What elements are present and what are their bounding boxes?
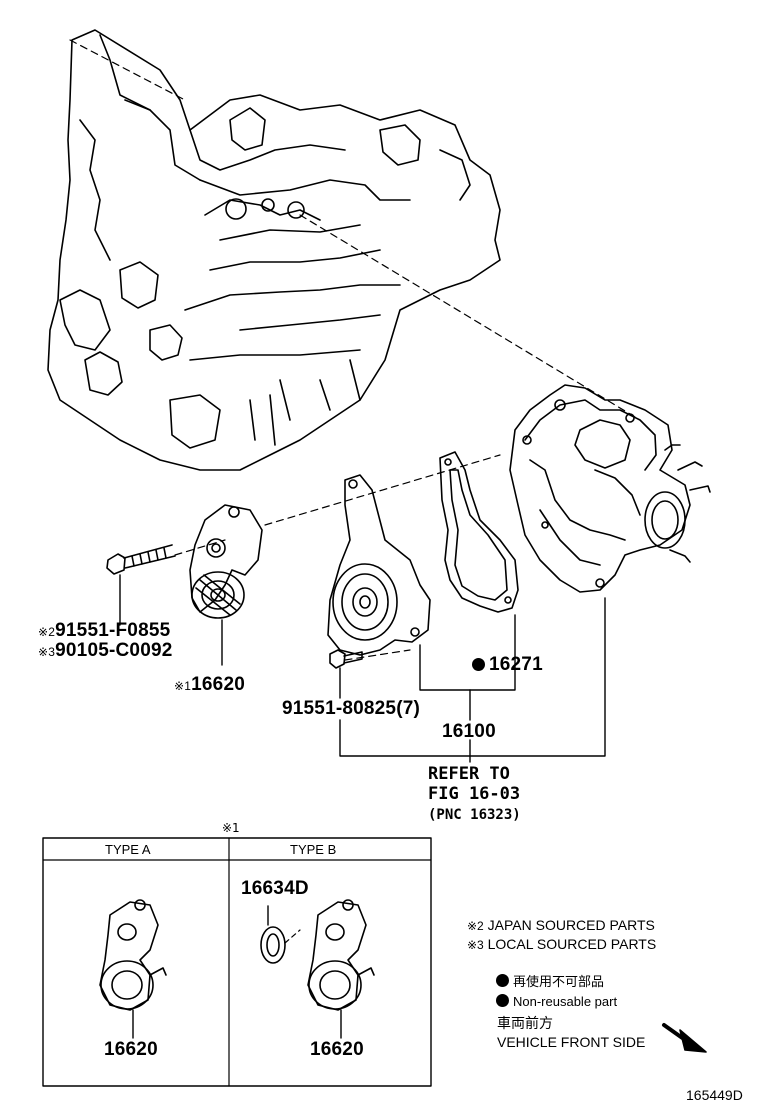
callout-leader-lines: [119, 574, 606, 763]
legend-japan-sourced: ※2 JAPAN SOURCED PARTS: [467, 918, 655, 932]
tensioner-type-mark: ※1: [174, 679, 192, 693]
type-comparison-box: [42, 837, 432, 1087]
type-b-part-number: 16620: [310, 1039, 364, 1060]
refer-line-1: REFER TO: [428, 764, 510, 784]
refer-line-2: FIG 16-03: [428, 784, 521, 804]
pump-bolt-illustration: [329, 649, 363, 669]
legend-front-en: VEHICLE FRONT SIDE: [497, 1034, 646, 1050]
bolt-callout-japan: ※291551-F0855: [38, 621, 170, 640]
legend-front-jp: 車両前方: [497, 1015, 553, 1031]
water-pump-part-number: 16100: [442, 721, 496, 742]
legend-nonreusable-en: Non-reusable part: [496, 994, 617, 1008]
engine-block-illustration: [47, 29, 501, 471]
legend-japan-mark: ※2: [467, 919, 484, 933]
gasket-callout: 16271: [472, 655, 543, 674]
type-b-extra-part-number: 16634D: [241, 878, 309, 899]
non-reusable-dot-icon: [472, 658, 485, 671]
pump-bolt-part-number: 91551-80825(7): [282, 698, 421, 719]
front-direction-arrow-icon: [662, 1023, 707, 1053]
legend-nonreusable-en-text: Non-reusable part: [513, 994, 618, 1009]
timing-cover-illustration: [509, 384, 711, 593]
legend-japan-text: JAPAN SOURCED PARTS: [487, 917, 655, 933]
bolt-part-number-local: 90105-C0092: [55, 640, 173, 661]
type-a-part-number: 16620: [104, 1039, 158, 1060]
belt-tensioner-illustration: [189, 504, 263, 619]
tensioner-callout: ※116620: [174, 675, 245, 694]
gasket-part-number: 16271: [489, 654, 543, 675]
refer-line-3: (PNC 16323): [428, 807, 521, 823]
legend-dot-icon-2: [496, 994, 509, 1007]
water-pump-illustration: [327, 474, 431, 656]
type-b-label: TYPE B: [290, 842, 337, 857]
bolt-part-number-japan: 91551-F0855: [55, 620, 171, 641]
gasket-illustration: [439, 451, 519, 613]
alignment-dash-lines: [69, 39, 641, 661]
type-a-tensioner-illustration: [99, 899, 167, 1039]
legend-local-sourced: ※3 LOCAL SOURCED PARTS: [467, 937, 656, 951]
legend-nonreusable-jp-text: 再使用不可部品: [513, 974, 605, 989]
figure-id: 165449D: [686, 1087, 743, 1103]
local-sourced-mark: ※3: [38, 645, 56, 659]
legend-local-text: LOCAL SOURCED PARTS: [487, 936, 657, 952]
japan-sourced-mark: ※2: [38, 625, 56, 639]
type-b-tensioner-illustration: [260, 899, 375, 1039]
bolt-callout-local: ※390105-C0092: [38, 641, 173, 660]
tensioner-part-number: 16620: [191, 674, 245, 695]
tensioner-bolt-illustration: [106, 544, 176, 575]
legend-local-mark: ※3: [467, 938, 484, 952]
type-box-mark: ※1: [222, 821, 240, 835]
type-a-label: TYPE A: [105, 842, 151, 857]
legend-dot-icon: [496, 974, 509, 987]
legend-nonreusable-jp: 再使用不可部品: [496, 974, 604, 988]
